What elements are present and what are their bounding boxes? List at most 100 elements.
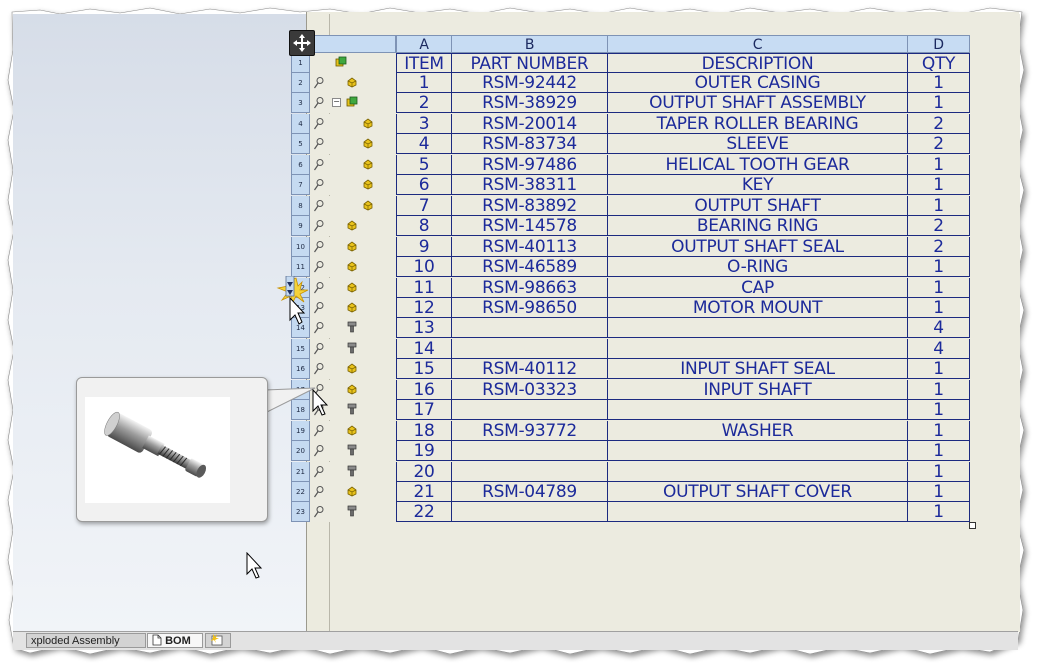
description-cell[interactable]: CAP xyxy=(608,277,908,298)
row-number[interactable]: 6 xyxy=(291,154,310,175)
part-number-cell[interactable]: RSM-14578 xyxy=(452,216,608,237)
tab-exploded-assembly[interactable]: xploded Assembly xyxy=(26,633,146,648)
item-cell[interactable]: 22 xyxy=(396,502,452,523)
qty-cell[interactable]: 4 xyxy=(908,318,970,339)
qty-cell[interactable]: 1 xyxy=(908,175,970,196)
qty-cell[interactable]: 2 xyxy=(908,236,970,257)
part-number-cell[interactable]: RSM-38311 xyxy=(452,175,608,196)
qty-header[interactable]: QTY xyxy=(908,53,970,73)
part-number-cell[interactable] xyxy=(452,502,608,523)
balloon-pin-icon[interactable] xyxy=(313,321,325,334)
item-cell[interactable]: 1 xyxy=(396,73,452,93)
qty-cell[interactable]: 1 xyxy=(908,420,970,441)
column-b-header[interactable]: B xyxy=(452,35,608,53)
qty-cell[interactable]: 1 xyxy=(908,482,970,502)
balloon-pin-icon[interactable] xyxy=(313,158,325,171)
item-cell[interactable]: 15 xyxy=(396,359,452,380)
item-cell[interactable]: 20 xyxy=(396,461,452,482)
part-number-cell[interactable]: RSM-46589 xyxy=(452,257,608,278)
part-number-cell[interactable]: RSM-92442 xyxy=(452,73,608,93)
description-cell[interactable]: SLEEVE xyxy=(608,134,908,155)
part-number-cell[interactable]: RSM-03323 xyxy=(452,379,608,400)
row-number[interactable]: 3 xyxy=(291,93,310,114)
qty-cell[interactable]: 2 xyxy=(908,113,970,134)
description-cell[interactable]: OUTPUT SHAFT xyxy=(608,195,908,216)
qty-cell[interactable]: 1 xyxy=(908,297,970,318)
row-number[interactable]: 20 xyxy=(291,441,310,462)
item-cell[interactable]: 7 xyxy=(396,195,452,216)
column-d-header[interactable]: D xyxy=(908,35,970,53)
part-number-cell[interactable]: RSM-93772 xyxy=(452,420,608,441)
description-cell[interactable]: WASHER xyxy=(608,420,908,441)
description-cell[interactable]: BEARING RING xyxy=(608,216,908,237)
description-cell[interactable] xyxy=(608,502,908,523)
part-number-cell[interactable] xyxy=(452,441,608,462)
qty-cell[interactable]: 1 xyxy=(908,359,970,380)
item-cell[interactable]: 3 xyxy=(396,113,452,134)
item-cell[interactable]: 11 xyxy=(396,277,452,298)
row-number[interactable]: 21 xyxy=(291,461,310,482)
balloon-pin-icon[interactable] xyxy=(313,178,325,191)
description-cell[interactable]: MOTOR MOUNT xyxy=(608,297,908,318)
add-sheet-tab[interactable] xyxy=(205,633,231,648)
tab-bom[interactable]: BOM xyxy=(147,633,203,648)
row-number[interactable]: 9 xyxy=(291,216,310,237)
qty-cell[interactable]: 1 xyxy=(908,93,970,114)
description-cell[interactable] xyxy=(608,400,908,421)
item-cell[interactable]: 5 xyxy=(396,154,452,175)
item-cell[interactable]: 14 xyxy=(396,338,452,359)
row-number[interactable]: 8 xyxy=(291,195,310,216)
description-cell[interactable] xyxy=(608,338,908,359)
part-number-cell[interactable]: RSM-40113 xyxy=(452,236,608,257)
item-cell[interactable]: 8 xyxy=(396,216,452,237)
balloon-pin-icon[interactable] xyxy=(313,219,325,232)
column-a-header[interactable]: A xyxy=(396,35,452,53)
description-cell[interactable]: O-RING xyxy=(608,257,908,278)
qty-cell[interactable]: 1 xyxy=(908,379,970,400)
item-cell[interactable]: 10 xyxy=(396,257,452,278)
row-number[interactable]: 23 xyxy=(291,502,310,523)
qty-cell[interactable]: 2 xyxy=(908,216,970,237)
balloon-pin-icon[interactable] xyxy=(313,199,325,212)
description-cell[interactable]: INPUT SHAFT xyxy=(608,379,908,400)
qty-cell[interactable]: 1 xyxy=(908,277,970,298)
balloon-pin-icon[interactable] xyxy=(313,281,325,294)
qty-cell[interactable]: 1 xyxy=(908,257,970,278)
qty-cell[interactable]: 1 xyxy=(908,441,970,462)
item-cell[interactable]: 17 xyxy=(396,400,452,421)
part-number-cell[interactable]: RSM-83734 xyxy=(452,134,608,155)
description-header[interactable]: DESCRIPTION xyxy=(608,53,908,73)
graphics-area[interactable] xyxy=(13,14,306,631)
row-number[interactable]: 18 xyxy=(291,400,310,421)
part-number-cell[interactable] xyxy=(452,318,608,339)
qty-cell[interactable]: 1 xyxy=(908,195,970,216)
row-number[interactable]: 19 xyxy=(291,420,310,441)
part-number-cell[interactable] xyxy=(452,461,608,482)
description-cell[interactable]: HELICAL TOOTH GEAR xyxy=(608,154,908,175)
description-cell[interactable]: OUTPUT SHAFT ASSEMBLY xyxy=(608,93,908,114)
balloon-pin-icon[interactable] xyxy=(313,117,325,130)
item-cell[interactable]: 2 xyxy=(396,93,452,114)
row-number[interactable]: 5 xyxy=(291,134,310,155)
balloon-pin-icon[interactable] xyxy=(313,362,325,375)
description-cell[interactable] xyxy=(608,318,908,339)
table-resize-handle[interactable] xyxy=(969,522,976,529)
qty-cell[interactable]: 1 xyxy=(908,154,970,175)
part-number-cell[interactable]: RSM-97486 xyxy=(452,154,608,175)
item-cell[interactable]: 6 xyxy=(396,175,452,196)
description-cell[interactable]: INPUT SHAFT SEAL xyxy=(608,359,908,380)
balloon-pin-icon[interactable] xyxy=(313,240,325,253)
item-cell[interactable]: 13 xyxy=(396,318,452,339)
part-number-cell[interactable] xyxy=(452,338,608,359)
balloon-pin-icon[interactable] xyxy=(313,76,325,89)
row-number[interactable]: 16 xyxy=(291,359,310,380)
balloon-pin-icon[interactable] xyxy=(313,444,325,457)
item-cell[interactable]: 21 xyxy=(396,482,452,502)
part-number-cell[interactable]: RSM-98663 xyxy=(452,277,608,298)
item-cell[interactable]: 18 xyxy=(396,420,452,441)
qty-cell[interactable]: 2 xyxy=(908,134,970,155)
balloon-pin-icon[interactable] xyxy=(313,342,325,355)
item-cell[interactable]: 9 xyxy=(396,236,452,257)
description-cell[interactable]: OUTER CASING xyxy=(608,73,908,93)
qty-cell[interactable]: 4 xyxy=(908,338,970,359)
